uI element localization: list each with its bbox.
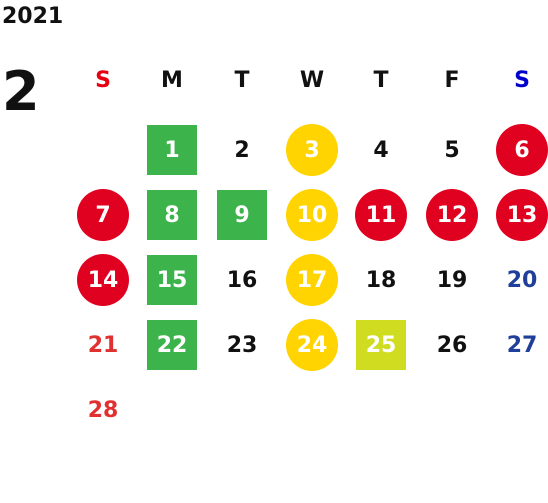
day-cell-23[interactable]: 23 [226,332,258,358]
month-number: 2 [2,60,40,123]
day-cell-4[interactable]: 4 [373,137,389,163]
day-cell-20[interactable]: 20 [506,267,538,293]
day-cell-5[interactable]: 5 [444,137,460,163]
day-cell-7[interactable]: 7 [77,189,129,241]
weekday-header-6: S [514,68,530,93]
weekday-header-0: S [95,68,111,93]
day-cell-12[interactable]: 12 [426,189,478,241]
day-cell-28[interactable]: 28 [87,397,119,423]
day-cell-11[interactable]: 11 [355,189,407,241]
day-cell-13[interactable]: 13 [496,189,548,241]
day-cell-14[interactable]: 14 [77,254,129,306]
day-cell-17[interactable]: 17 [286,254,338,306]
weekday-header-2: T [234,68,250,93]
day-cell-2[interactable]: 2 [234,137,250,163]
day-cell-26[interactable]: 26 [436,332,468,358]
weekday-header-5: F [444,68,460,93]
day-cell-6[interactable]: 6 [496,124,548,176]
day-cell-3[interactable]: 3 [286,124,338,176]
day-cell-9[interactable]: 9 [217,190,267,240]
day-cell-10[interactable]: 10 [286,189,338,241]
day-cell-21[interactable]: 21 [87,332,119,358]
weekday-header-1: M [161,68,183,93]
day-cell-15[interactable]: 15 [147,255,197,305]
weekday-header-4: T [373,68,389,93]
day-cell-16[interactable]: 16 [226,267,258,293]
day-cell-24[interactable]: 24 [286,319,338,371]
day-cell-1[interactable]: 1 [147,125,197,175]
year-label: 2021 [2,4,64,29]
day-cell-18[interactable]: 18 [365,267,397,293]
day-cell-27[interactable]: 27 [506,332,538,358]
day-cell-19[interactable]: 19 [436,267,468,293]
weekday-header-3: W [299,68,325,93]
day-cell-25[interactable]: 25 [356,320,406,370]
day-cell-22[interactable]: 22 [147,320,197,370]
day-cell-8[interactable]: 8 [147,190,197,240]
